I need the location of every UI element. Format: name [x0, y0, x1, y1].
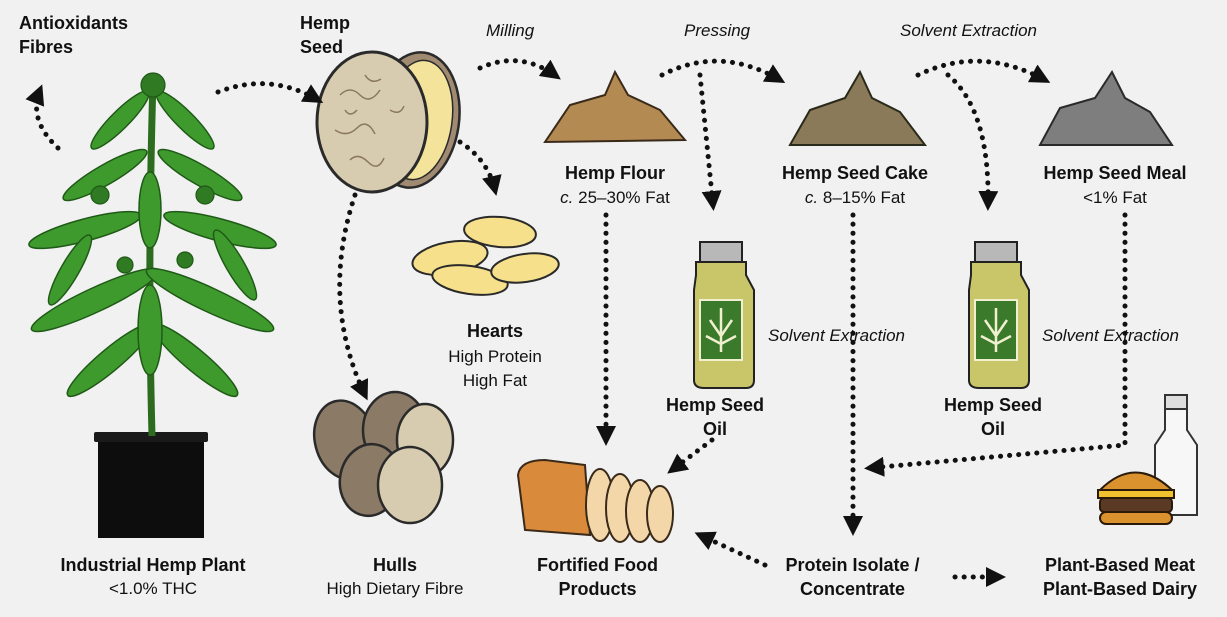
hulls-title: Hulls: [372, 555, 417, 575]
protein-line1: Protein Isolate /: [785, 555, 920, 575]
burger-image: [1097, 471, 1175, 525]
oil-2-line2: Oil: [980, 419, 1005, 439]
cake-fat-value: 8–15% Fat: [822, 188, 906, 207]
protein-line2: Concentrate: [799, 579, 906, 599]
hemp-seed-image: [315, 50, 461, 194]
process-solvent-3: Solvent Extraction: [1042, 326, 1180, 345]
seed-label-line1: Hemp: [300, 13, 351, 33]
hearts-title: Hearts: [466, 321, 524, 341]
plant-pot: [98, 436, 204, 538]
hearts-image: [411, 215, 560, 296]
flour-fat: c. 25–30% Fat: [540, 187, 690, 208]
flow-arrows: [25, 58, 1128, 587]
hemp-plant: [28, 72, 277, 538]
plant-title: Industrial Hemp Plant: [60, 555, 246, 575]
meal-fat: <1% Fat: [1083, 188, 1147, 207]
cake-fat: c. 8–15% Fat: [775, 187, 935, 208]
cake-pile: [788, 69, 928, 146]
oil-bottle-2: [968, 241, 1030, 389]
oil-1-line2: Oil: [702, 419, 727, 439]
hulls-image: [312, 390, 455, 525]
process-solvent-1: Solvent Extraction: [900, 21, 1038, 40]
process-pressing: Pressing: [684, 21, 751, 40]
plant-thc: <1.0% THC: [108, 579, 198, 598]
flour-title: Hemp Flour: [564, 163, 665, 183]
cake-approx: c.: [804, 188, 819, 207]
plant-buds: [90, 72, 215, 274]
plant-leaves: [28, 90, 277, 398]
plant-stem: [146, 79, 157, 437]
seed-label-line2: Seed: [300, 37, 344, 57]
oil-1-line1: Hemp Seed: [665, 395, 765, 415]
meal-title: Hemp Seed Meal: [1043, 163, 1187, 183]
plant-pot-rim: [94, 432, 208, 442]
plantbased-dairy: Plant-Based Dairy: [1042, 579, 1198, 599]
hearts-protein: High Protein: [448, 347, 542, 366]
cake-title: Hemp Seed Cake: [781, 163, 929, 183]
plantbased-meat: Plant-Based Meat: [1044, 555, 1196, 575]
process-milling: Milling: [486, 21, 535, 40]
oil-bottle-1: [693, 241, 755, 389]
byproduct-fibres: Fibres: [19, 37, 74, 57]
process-solvent-2: Solvent Extraction: [768, 326, 906, 345]
hulls-fibre: High Dietary Fibre: [326, 579, 464, 598]
hearts-fat: High Fat: [462, 371, 528, 390]
byproduct-antioxidants: Antioxidants: [19, 13, 129, 33]
flour-pile: [543, 69, 688, 144]
food-line2: Products: [558, 579, 637, 599]
bread-image: [516, 458, 674, 543]
flour-fat-value: 25–30% Fat: [578, 188, 670, 207]
meal-pile: [1038, 69, 1174, 146]
food-line1: Fortified Food: [537, 555, 658, 575]
oil-2-line1: Hemp Seed: [943, 395, 1043, 415]
flour-approx: c.: [560, 188, 574, 207]
